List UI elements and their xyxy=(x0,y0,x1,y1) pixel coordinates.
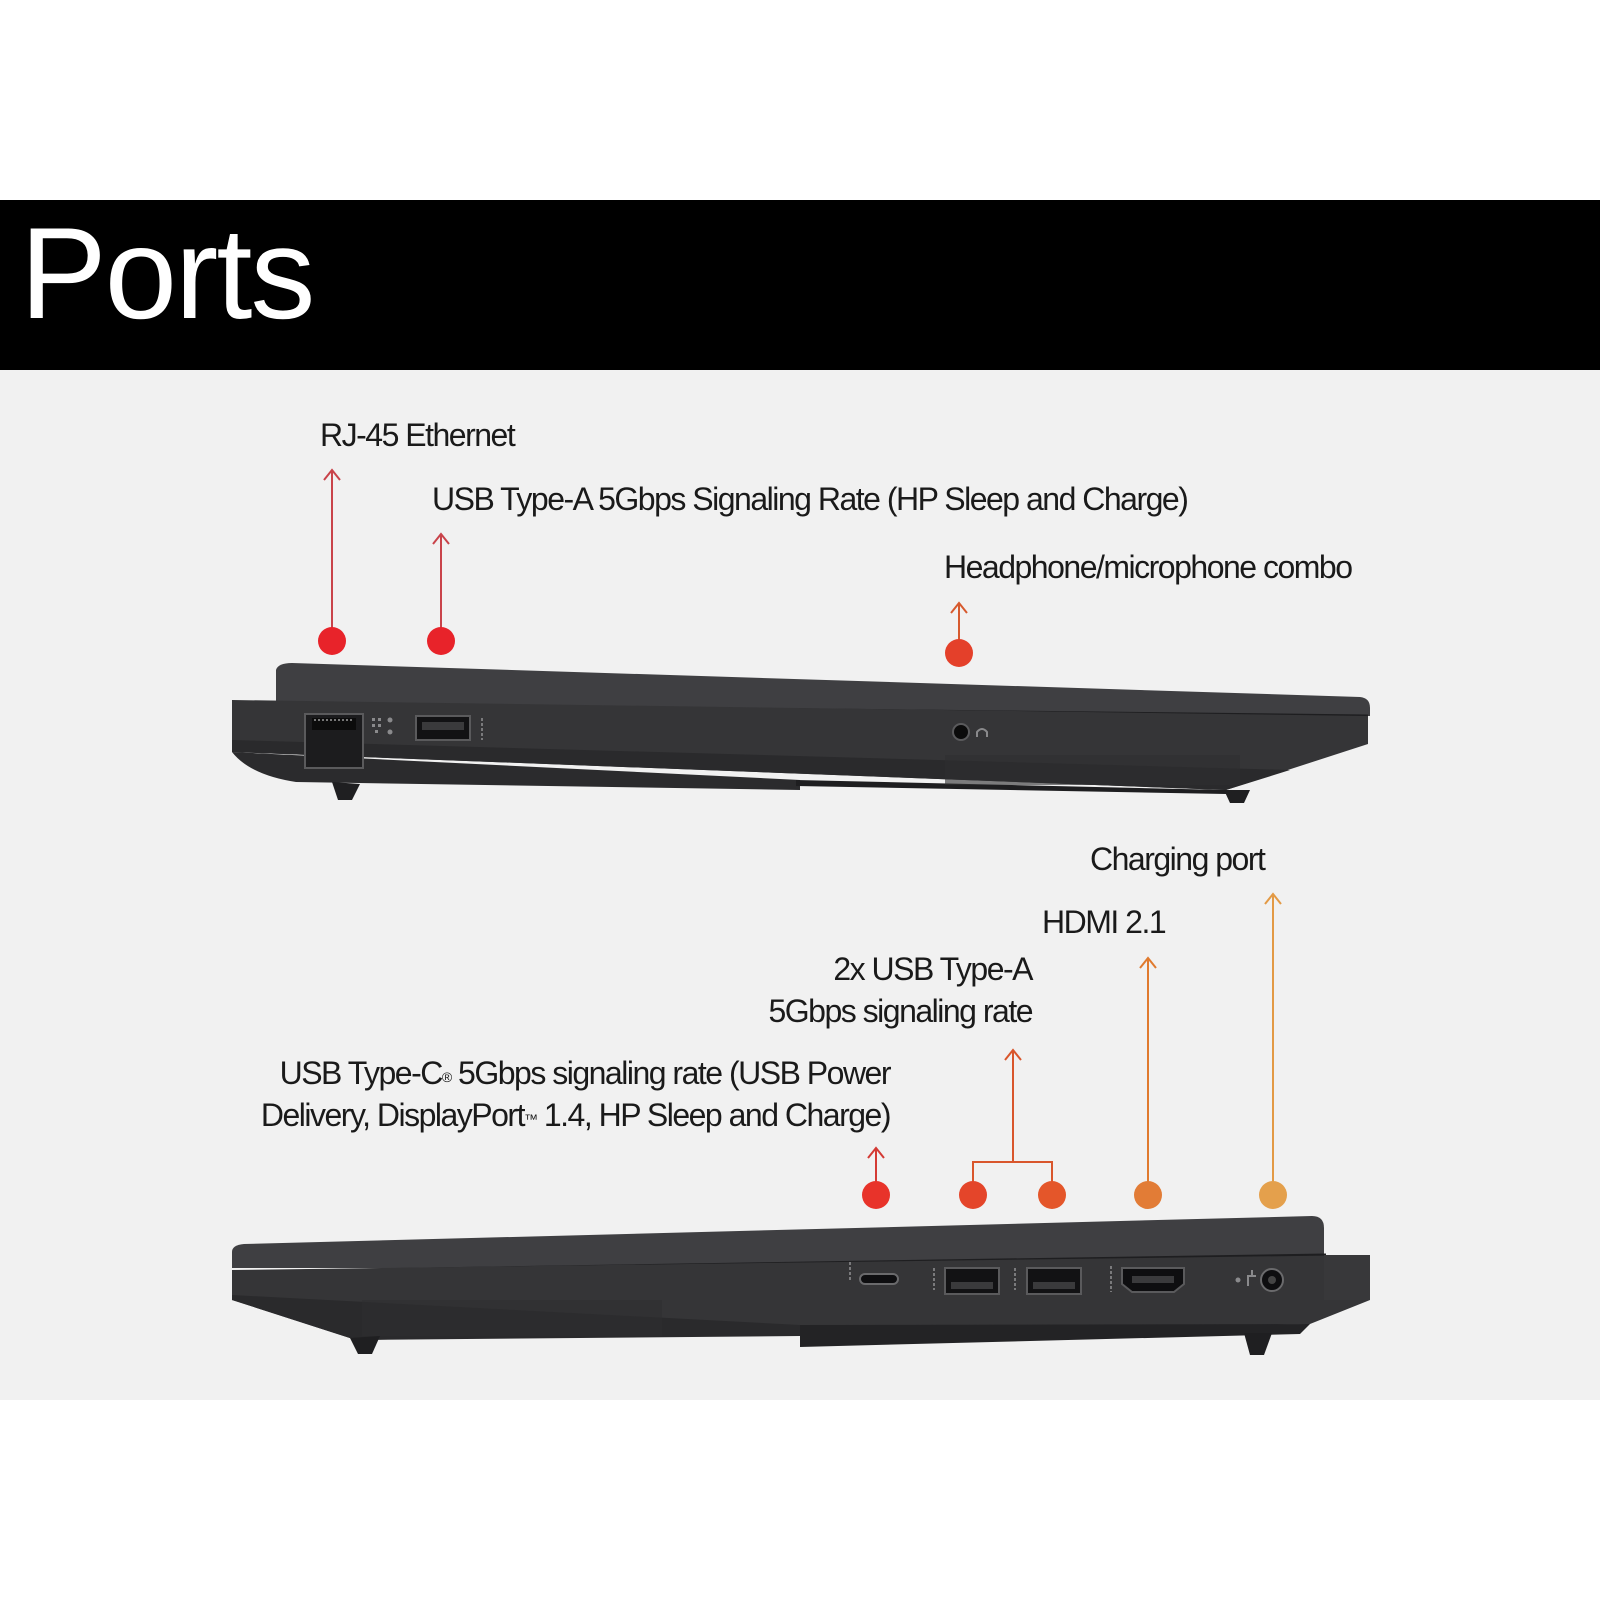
left-pointers xyxy=(318,468,973,667)
rj45-marker xyxy=(318,627,346,655)
label-hdmi: HDMI 2.1 xyxy=(1042,904,1167,940)
page-title: Ports xyxy=(20,200,315,346)
usb-c-marker xyxy=(862,1181,890,1209)
label-usb-c-line1: USB Type-C® 5Gbps signaling rate (USB Po… xyxy=(279,1055,892,1091)
headphone-jack xyxy=(952,723,970,741)
label-charging-port: Charging port xyxy=(1090,841,1266,877)
usb-a-port-1 xyxy=(944,1267,1000,1295)
usb-a-2-marker xyxy=(1038,1181,1066,1209)
usb-c-port xyxy=(859,1273,899,1285)
content-panel xyxy=(0,370,1600,1400)
usb-a-port-2 xyxy=(1026,1267,1082,1295)
label-usb-a-x2-line2: 5Gbps signaling rate xyxy=(768,993,1033,1029)
header-bar xyxy=(0,200,1600,370)
label-usb-a-x2-line1: 2x USB Type-A xyxy=(833,951,1033,987)
right-pointers xyxy=(862,892,1287,1209)
label-usb-c-line2: Delivery, DisplayPort™ 1.4, HP Sleep and… xyxy=(260,1097,892,1133)
headphone-marker xyxy=(945,639,973,667)
usb-a-marker xyxy=(427,627,455,655)
label-headphone-combo: Headphone/microphone combo xyxy=(944,549,1353,585)
label-usb-a-sleep-charge: USB Type-A 5Gbps Signaling Rate (HP Slee… xyxy=(432,481,1189,517)
laptop-right-side xyxy=(232,1216,1370,1355)
laptop-left-side xyxy=(232,663,1370,803)
label-rj45: RJ-45 Ethernet xyxy=(320,417,516,453)
usb-a-1-marker xyxy=(959,1181,987,1209)
hdmi-marker xyxy=(1134,1181,1162,1209)
charging-marker xyxy=(1259,1181,1287,1209)
